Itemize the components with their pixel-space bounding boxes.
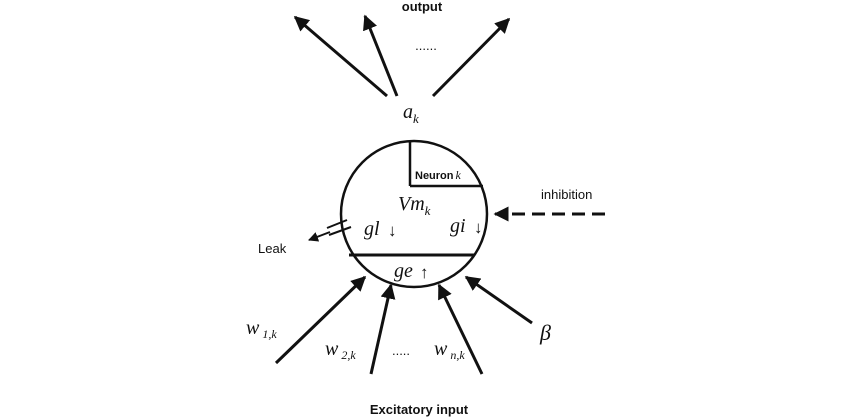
vm-subscript: k	[425, 203, 431, 218]
membrane-potential-label: Vmk	[398, 193, 431, 218]
activation-subscript: k	[413, 111, 419, 126]
inhibition-label: inhibition	[541, 187, 592, 202]
excitatory-conductance-label: ge	[394, 260, 413, 282]
input-arrow-1	[274, 275, 367, 365]
weight-2-main: w	[325, 338, 339, 360]
activation-main: a	[403, 101, 413, 123]
weight-1-main: w	[246, 317, 260, 339]
input-arrow-n	[437, 283, 484, 375]
weight-1-subscript: 1,k	[262, 327, 277, 341]
inhibitory-conductance-down-arrow: ↓	[474, 218, 483, 237]
beta-label: β	[539, 320, 551, 345]
output-arrow-middle	[363, 14, 399, 97]
output-label: output	[402, 0, 443, 14]
inhibitory-conductance-label: gi	[450, 215, 466, 237]
leak-plate-2	[328, 226, 352, 236]
leak-arrow	[308, 231, 331, 242]
excitatory-input-label: Excitatory input	[370, 402, 469, 417]
leak-conductance-label: gl	[364, 218, 380, 240]
neuron-label-sub: k	[456, 168, 462, 182]
weight-2-subscript: 2,k	[341, 348, 356, 362]
weight-n-main: w	[434, 338, 448, 360]
weight-n-subscript: n,k	[450, 348, 465, 362]
vm-main: Vm	[398, 193, 425, 215]
excitatory-conductance-up-arrow: ↑	[420, 263, 429, 282]
output-arrow-left	[293, 15, 388, 98]
activation-label: ak	[403, 101, 419, 126]
output-arrow-right	[431, 17, 511, 98]
leak-label: Leak	[258, 241, 287, 256]
leak-plate-1	[326, 219, 348, 229]
input-arrow-beta	[464, 275, 533, 325]
neuron-circle	[339, 139, 489, 289]
neuron-label-main: Neuron	[415, 170, 454, 182]
input-arrow-2	[369, 283, 396, 375]
output-ellipsis: ......	[415, 38, 437, 53]
input-ellipsis: .....	[392, 343, 410, 358]
leak-conductance-down-arrow: ↓	[388, 221, 397, 240]
